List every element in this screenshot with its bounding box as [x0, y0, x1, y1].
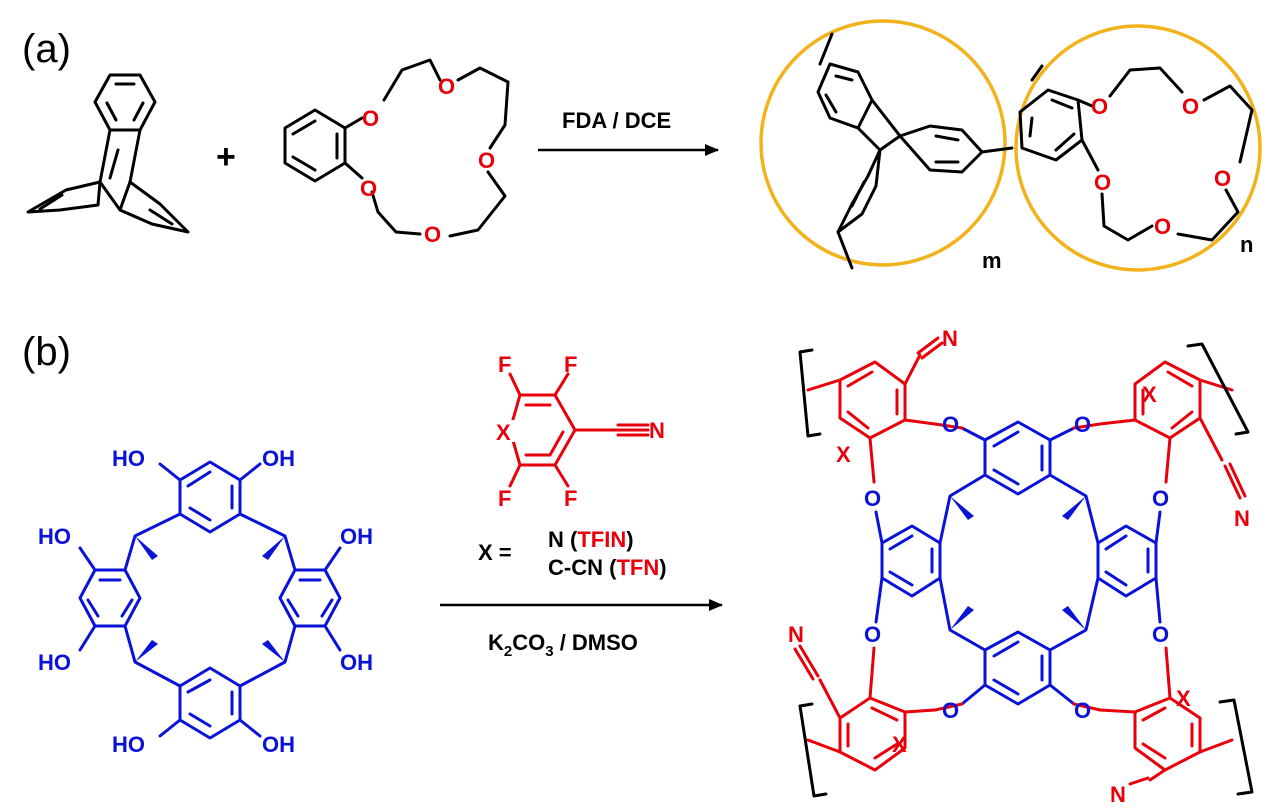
atom-o: O: [864, 486, 881, 511]
ring-atom-x: X: [1176, 686, 1191, 711]
atom-o: O: [360, 176, 377, 201]
triptycene-reactant: [26, 73, 190, 234]
triptycene-unit-circle: [759, 19, 1007, 267]
atom-o: O: [1182, 94, 1199, 119]
reagent-fluorine: F: [564, 486, 577, 511]
atom-o: O: [1152, 622, 1169, 647]
hydroxyl-group: OH: [262, 732, 295, 757]
panel-b-label: (b): [22, 330, 71, 374]
panel-a-label: (a): [22, 27, 71, 71]
reagent-nitrile-n: N: [649, 418, 665, 443]
product-b-ether-bonds: [933, 422, 1102, 712]
product-b-ether-oxygens: O O O O O O O O: [864, 412, 1169, 723]
hydroxyl-group: OH: [340, 524, 373, 549]
plus-sign: +: [216, 138, 236, 176]
atom-o: O: [1214, 166, 1231, 191]
atom-o: O: [362, 106, 379, 131]
atom-o: O: [1074, 698, 1091, 723]
triptycene-repeat-unit: [816, 32, 1014, 270]
crown-ether-repeat-unit: [1018, 64, 1254, 242]
reagent-labels: X F F F F N: [496, 352, 665, 511]
reaction-conditions-b: K2CO3 / DMSO: [488, 630, 638, 660]
crown-ether-unit-circle: [1014, 24, 1262, 272]
x-option-tfn: C-CN (TFN): [548, 555, 667, 580]
nitrile-n: N: [1110, 782, 1126, 807]
atom-o: O: [942, 698, 959, 723]
hydroxyl-group: HO: [112, 732, 145, 757]
atom-o: O: [1091, 94, 1108, 119]
atom-o: O: [478, 148, 495, 173]
resorcinarene-methyls: [135, 536, 285, 662]
product-b-nitriles: N N N N: [788, 326, 1250, 807]
reagent-fluorine: F: [498, 352, 511, 377]
crown-ether-oxygens: O O O O O: [360, 74, 495, 247]
atom-o: O: [942, 412, 959, 437]
atom-o: O: [1074, 412, 1091, 437]
ring-atom-x: X: [1142, 382, 1157, 407]
product-b-ring-atoms: X X X X: [836, 382, 1191, 757]
resorcinarene-hydroxyls: HO OH HO OH HO OH HO OH: [38, 446, 373, 757]
ring-atom-x: X: [892, 732, 907, 757]
reagent-fluorine: F: [564, 352, 577, 377]
product-b-methyls: [950, 496, 1086, 630]
hydroxyl-group: HO: [38, 524, 71, 549]
product-b-linkers: [793, 336, 1247, 786]
reagent-fluorine: F: [498, 486, 511, 511]
reaction-conditions-a: FDA / DCE: [562, 108, 671, 133]
atom-o: O: [1094, 170, 1111, 195]
hydroxyl-group: OH: [262, 446, 295, 471]
hydroxyl-group: HO: [112, 446, 145, 471]
repeat-unit-m: m: [982, 248, 1002, 273]
reagent-atom-x: X: [496, 420, 511, 445]
atom-o: O: [1154, 214, 1171, 239]
product-b-brackets: [798, 342, 1254, 798]
x-option-tfin: N (TFIN): [548, 527, 634, 552]
atom-o: O: [864, 622, 881, 647]
benzo-crown-ether: [283, 58, 510, 238]
atom-o: O: [424, 222, 441, 247]
x-equals-label: X =: [478, 540, 512, 565]
ring-atom-x: X: [836, 442, 851, 467]
atom-o: O: [1152, 486, 1169, 511]
product-b-core: [874, 420, 1162, 706]
nitrile-n: N: [788, 622, 804, 647]
repeat-unit-n: n: [1240, 232, 1253, 257]
tetrafluoro-reagent: [508, 372, 650, 488]
resorcinarene-reactant: [78, 460, 342, 740]
atom-o: O: [438, 74, 455, 99]
product-a-oxygens: O O O O O: [1091, 94, 1231, 239]
hydroxyl-group: OH: [340, 650, 373, 675]
hydroxyl-group: HO: [38, 650, 71, 675]
nitrile-n: N: [942, 326, 958, 351]
nitrile-n: N: [1234, 506, 1250, 531]
